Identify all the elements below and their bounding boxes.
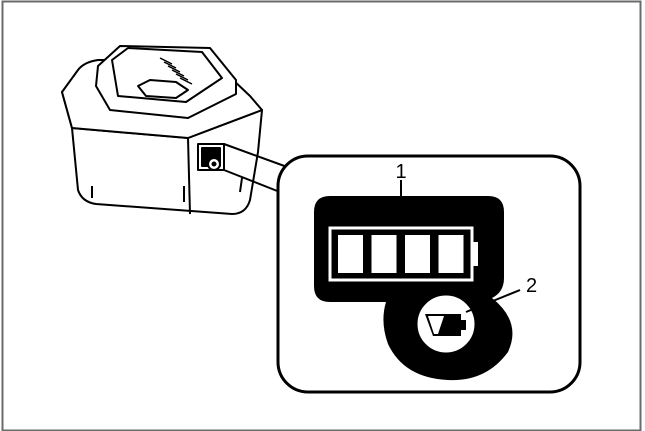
- callout-2-label: 2: [526, 275, 537, 297]
- callout-2-leader: [465, 289, 521, 313]
- callout-1-bracket: [339, 180, 463, 222]
- battery-level-indicator: [328, 226, 478, 282]
- battery-level-segment-1: [338, 235, 363, 273]
- battery-latch: [137, 79, 189, 99]
- check-button: [414, 292, 478, 356]
- callout-1-label: 1: [395, 161, 406, 183]
- battery-level-segment-2: [371, 235, 397, 273]
- battery-pack: [61, 45, 263, 215]
- check-button-battery-icon: [425, 314, 466, 336]
- battery-level-segment-4: [438, 235, 464, 273]
- battery-level-terminal: [472, 242, 478, 266]
- battery-level-segments: [338, 235, 464, 273]
- battery-feet: [91, 177, 243, 202]
- battery-level-segment-3: [405, 235, 430, 273]
- battery-rail-inner: [111, 47, 223, 103]
- battery-grip-lines: [159, 57, 193, 85]
